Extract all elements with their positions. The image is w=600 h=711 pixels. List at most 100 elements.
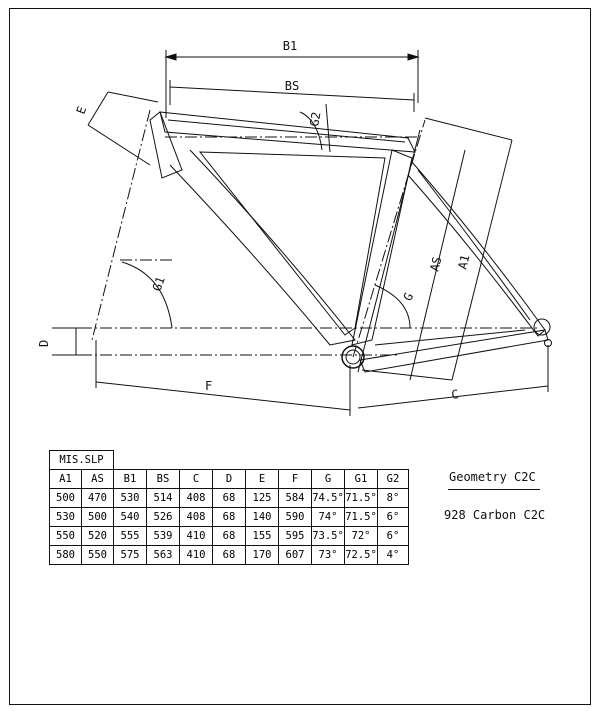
cell: 539 xyxy=(146,526,180,546)
f-dimension-line xyxy=(95,381,351,411)
a1-dimension-line xyxy=(451,139,513,381)
cell: 71.5° xyxy=(344,488,378,508)
chain-stay-upper xyxy=(374,329,526,346)
header-bs: BS xyxy=(146,469,180,489)
header-f: F xyxy=(278,469,312,489)
cell: 170 xyxy=(245,545,279,565)
b1-arrow-right xyxy=(407,53,420,61)
header-e: E xyxy=(245,469,279,489)
e-extension-bottom xyxy=(87,124,151,166)
rear-dropout xyxy=(533,318,551,336)
label-g1: G1 xyxy=(150,275,168,293)
cell: 71.5° xyxy=(344,507,378,527)
table-caption: MIS.SLP xyxy=(49,450,114,470)
g-arc xyxy=(374,284,411,329)
seat-tube-axis xyxy=(352,119,426,358)
header-g2: G2 xyxy=(377,469,409,489)
cell: 526 xyxy=(146,507,180,527)
label-b1: B1 xyxy=(283,39,297,53)
table-row: 530 500 540 526 408 68 140 590 74° 71.5°… xyxy=(49,507,409,527)
label-g: G xyxy=(400,290,416,303)
g1-arc xyxy=(121,261,173,329)
cell: 584 xyxy=(278,488,312,508)
cell: 408 xyxy=(179,488,213,508)
seat-stays xyxy=(407,161,546,337)
model-name: 928 Carbon C2C xyxy=(444,508,546,522)
cell: 595 xyxy=(278,526,312,546)
header-b1: B1 xyxy=(113,469,147,489)
label-d: D xyxy=(37,340,51,347)
header-g1: G1 xyxy=(344,469,378,489)
a1-extension-top xyxy=(424,117,513,141)
cell: 555 xyxy=(113,526,147,546)
cell: 73° xyxy=(311,545,345,565)
cell: 520 xyxy=(81,526,114,546)
top-tube xyxy=(159,111,416,153)
seat-stay-inner xyxy=(417,169,531,321)
steering-axis-line xyxy=(91,109,151,341)
c-dimension-line xyxy=(357,385,549,409)
header-g: G xyxy=(311,469,345,489)
cell: 125 xyxy=(245,488,279,508)
bs-dimension-line xyxy=(169,86,415,101)
e-extension-top xyxy=(107,91,159,103)
label-g2: G2 xyxy=(307,111,323,128)
cell: 72.5° xyxy=(344,545,378,565)
table-header-row: A1 AS B1 BS C D E F G G1 G2 xyxy=(49,469,409,489)
cell: 530 xyxy=(113,488,147,508)
e-dimension-line xyxy=(87,91,109,126)
cell: 590 xyxy=(278,507,312,527)
cell: 8° xyxy=(377,488,409,508)
frame-geometry-drawing: B1 BS E G2 G1 G AS A1 D F C xyxy=(37,39,552,416)
b1-arrow-left xyxy=(164,53,177,61)
cell: 74.5° xyxy=(311,488,345,508)
cell: 155 xyxy=(245,526,279,546)
cell: 74° xyxy=(311,507,345,527)
cell: 530 xyxy=(49,507,82,527)
cell: 410 xyxy=(179,526,213,546)
cell: 550 xyxy=(81,545,114,565)
header-d: D xyxy=(212,469,246,489)
label-c: C xyxy=(450,387,459,402)
cell: 73.5° xyxy=(311,526,345,546)
as-dimension-outer xyxy=(409,149,466,381)
cell: 580 xyxy=(49,545,82,565)
label-bs: BS xyxy=(285,79,299,93)
cell: 540 xyxy=(113,507,147,527)
cell: 68 xyxy=(212,545,246,565)
table-caption-spacer xyxy=(113,450,409,470)
bottom-bracket-inner xyxy=(345,349,361,365)
geometry-table: MIS.SLP A1 AS B1 BS C D E F G G1 G2 500 … xyxy=(49,450,409,565)
cell: 72° xyxy=(344,526,378,546)
as-dimension-line xyxy=(357,129,421,373)
seat-tube xyxy=(351,149,413,346)
label-as: AS xyxy=(427,255,444,272)
title-underline xyxy=(448,489,540,490)
cell: 68 xyxy=(212,507,246,527)
frame-inner-triangle xyxy=(198,151,386,336)
label-e: E xyxy=(74,104,90,116)
cell: 410 xyxy=(179,545,213,565)
geometry-title: Geometry C2C xyxy=(449,470,536,484)
cell: 6° xyxy=(377,526,409,546)
cell: 140 xyxy=(245,507,279,527)
cell: 6° xyxy=(377,507,409,527)
table-row: 500 470 530 514 408 68 125 584 74.5° 71.… xyxy=(49,488,409,508)
bottom-bracket xyxy=(341,345,365,369)
cell: 575 xyxy=(113,545,147,565)
cell: 563 xyxy=(146,545,180,565)
cell: 4° xyxy=(377,545,409,565)
head-tube xyxy=(149,111,183,179)
cell: 607 xyxy=(278,545,312,565)
sheet-border xyxy=(9,8,591,705)
cell: 500 xyxy=(49,488,82,508)
cell: 68 xyxy=(212,488,246,508)
header-c: C xyxy=(179,469,213,489)
header-as: AS xyxy=(81,469,114,489)
g2-reference-line xyxy=(325,103,331,153)
header-a1: A1 xyxy=(49,469,82,489)
label-f: F xyxy=(205,379,212,393)
a1-extension-bottom xyxy=(361,369,453,381)
down-tube xyxy=(169,149,356,346)
